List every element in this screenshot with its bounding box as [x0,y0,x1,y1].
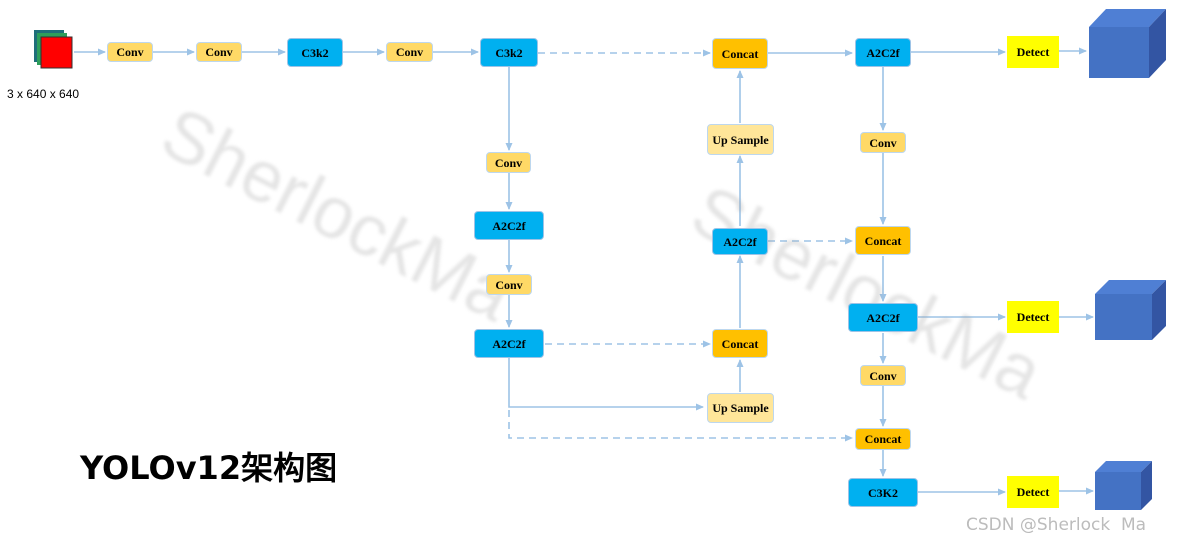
input-image-icon [34,30,73,69]
a2c2f-block: A2C2f [848,303,918,332]
concat-block: Concat [855,226,911,255]
conv-block: Conv [486,274,532,295]
detect-head: Detect [1007,301,1059,333]
dashed-arrow [508,410,853,442]
a2c2f-block: A2C2f [474,211,544,240]
conv-block: Conv [196,42,242,62]
c3k2-block: C3k2 [287,38,343,67]
conv-block: Conv [860,365,906,386]
c3k2-final-block: C3K2 [848,478,918,507]
detect-head: Detect [1007,476,1059,508]
upsample-block: Up Sample [707,124,774,155]
a2c2f-block: A2C2f [855,38,911,67]
concat-block: Concat [712,329,768,358]
detect-head: Detect [1007,36,1059,68]
concat-block: Concat [855,428,911,450]
credit-watermark: CSDN @Sherlock Ma [966,515,1147,535]
c3k2-block: C3k2 [480,38,538,67]
output-cube [1095,280,1166,340]
a2c2f-block: A2C2f [712,228,768,255]
concat-block: Concat [712,38,768,69]
arrow [508,357,704,411]
upsample-block: Up Sample [707,393,774,423]
output-cube [1095,461,1152,510]
conv-block: Conv [386,42,433,62]
conv-block: Conv [486,152,531,173]
conv-block: Conv [860,132,906,153]
output-cube [1089,9,1166,78]
input-size-label: 3 x 640 x 640 [7,87,80,101]
conv-block: Conv [107,42,153,62]
a2c2f-block: A2C2f [474,329,544,358]
diagram-title: YOLOv12架构图 [80,449,338,487]
